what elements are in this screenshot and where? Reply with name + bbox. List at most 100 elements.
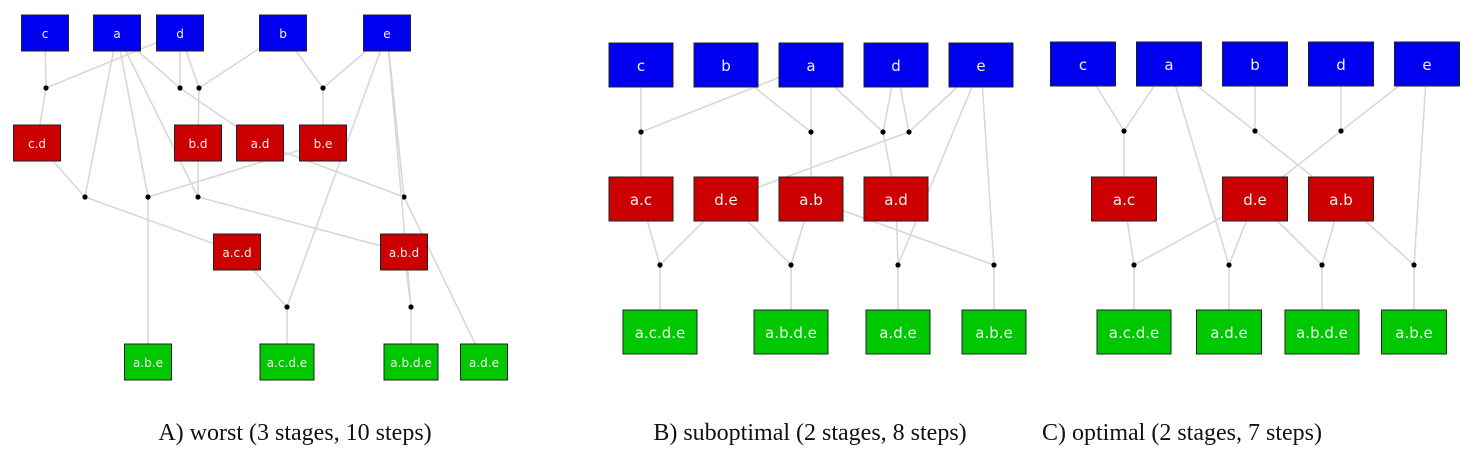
node-label: a.d [251,137,270,151]
node-c-input: c [21,14,69,52]
node-box [460,343,508,381]
node-label: a.b.d.e [1296,324,1348,342]
node-ab-intermediate: a.b [1308,176,1374,222]
node-abe-output: a.b.e [961,309,1027,355]
node-label: e [1422,56,1431,74]
node-label: d.e [714,191,738,209]
node-bd-intermediate: b.d [174,124,222,162]
node-de-intermediate: d.e [1222,176,1288,222]
node-label: e [383,27,390,41]
node-label: a.b [1329,191,1352,209]
node-ad-intermediate: a.d [236,124,284,162]
node-label: a.b.e [975,324,1012,342]
node-label: c [42,27,49,41]
node-c-input: c [1050,41,1116,87]
junction-point [1252,128,1258,134]
node-label: a.b.e [133,356,163,370]
node-box [1381,309,1447,355]
node-abde-output: a.b.d.e [753,309,829,355]
node-box [1091,176,1157,222]
junction-point [284,304,290,310]
node-label: c [1079,56,1087,74]
node-box [693,42,759,88]
node-box [1196,309,1262,355]
edge-a-to-step-ade [1168,63,1230,266]
node-box [863,176,929,222]
node-label: b [279,27,287,41]
node-abe-output: a.b.e [124,343,172,381]
caption-panel-b: B) suboptimal (2 stages, 8 steps) [653,420,967,446]
node-be-intermediate: b.e [299,124,347,162]
node-box [961,309,1027,355]
node-box [299,124,347,162]
node-b-input: b [693,42,759,88]
caption-panel-c: C) optimal (2 stages, 7 steps) [1042,420,1322,446]
node-acde-output: a.c.d.e [259,343,315,381]
junction-point [1131,262,1137,268]
node-box [1308,41,1374,87]
node-e-input: e [1394,41,1460,87]
node-ac-intermediate: a.c [1091,176,1157,222]
node-label: b [721,57,731,75]
node-d-input: d [863,42,929,88]
node-label: a.d [884,191,907,209]
panel-a [36,32,485,363]
node-box [363,14,411,52]
junction-point [145,194,151,200]
node-e-input: e [948,42,1014,88]
node-label: d [1336,56,1346,74]
node-ad-intermediate: a.d [863,176,929,222]
node-c-input: c [608,42,674,88]
node-box [1308,176,1374,222]
edge-step-to-acd [84,196,238,253]
node-label: c.d [28,137,46,151]
node-label: a.b [799,191,822,209]
node-b-input: b [259,14,307,52]
node-ade-output: a.d.e [460,343,508,381]
node-box [1136,41,1202,87]
node-box [236,124,284,162]
node-label: a.c.d.e [635,324,686,342]
junction-point [401,194,407,200]
edge-step-to-ade [403,196,485,363]
junction-point [1338,128,1344,134]
node-label: d [176,27,184,41]
node-de-intermediate: d.e [693,176,759,222]
node-label: b.e [314,137,333,151]
edge-be-to-step-abe [147,142,324,198]
edge-e-to-step-ade [897,64,982,266]
node-label: a [1164,56,1173,74]
node-box [693,176,759,222]
node-e-input: e [363,14,411,52]
node-label: d.e [1243,191,1267,209]
node-a-input: a [778,42,844,88]
node-box [1222,176,1288,222]
junction-point [808,129,814,135]
node-b-input: b [1222,41,1288,87]
junction-point [82,194,88,200]
node-label: a.c.d.e [1109,324,1160,342]
edge-e-to-step-acde [286,32,388,308]
edge-a-to-step-abd [116,32,199,198]
node-label: a.b.d.e [765,324,817,342]
node-abde-output: a.b.d.e [1284,309,1360,355]
node-acd-intermediate: a.c.d [213,233,261,271]
junction-point [43,85,49,91]
edge-e-to-step-abe [980,64,995,266]
junction-point [1121,128,1127,134]
junction-point [1411,262,1417,268]
node-box [778,42,844,88]
node-box [259,343,315,381]
node-box [863,42,929,88]
node-box [778,176,844,222]
node-label: a.c [630,191,652,209]
node-label: a.c [1113,191,1135,209]
node-box [383,343,439,381]
node-label: e [976,57,985,75]
junction-point [196,85,202,91]
node-box [124,343,172,381]
node-label: a [806,57,815,75]
junction-point [880,129,886,135]
